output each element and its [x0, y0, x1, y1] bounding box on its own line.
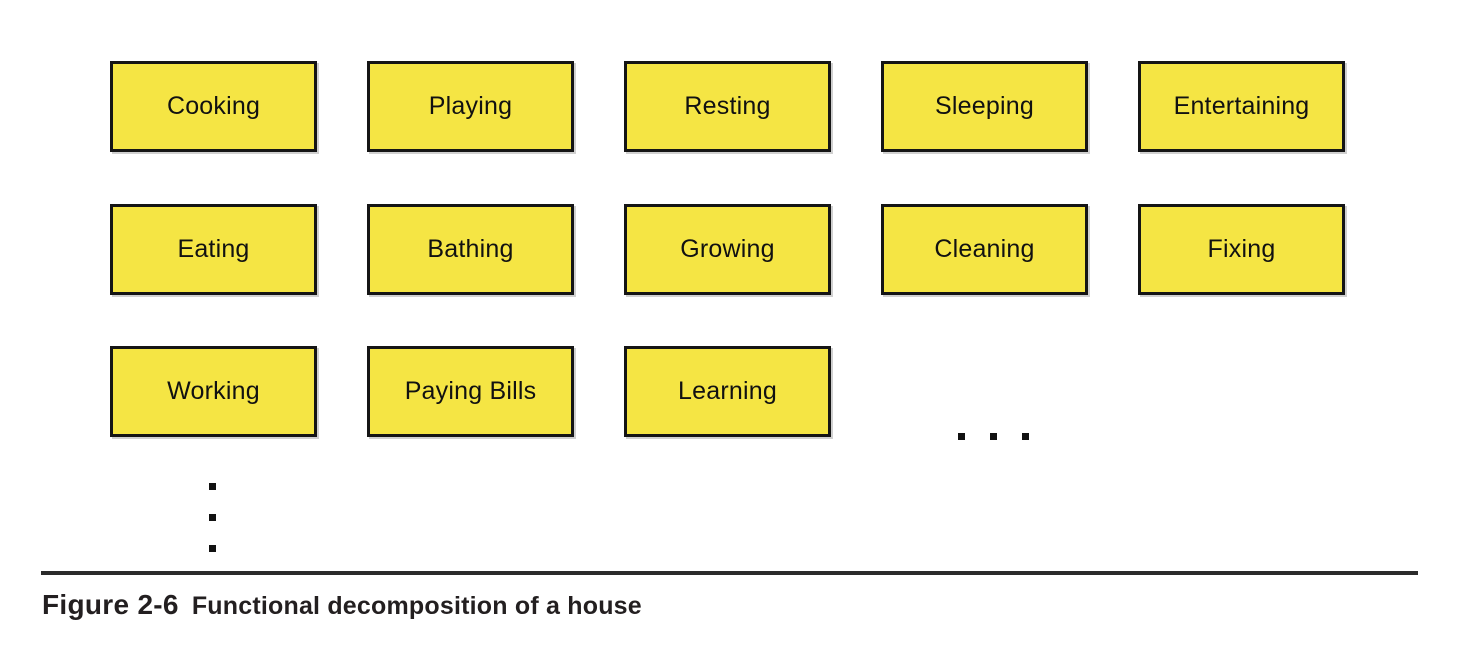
figure-caption-text: Functional decomposition of a house	[191, 592, 642, 620]
figure-number-label: Figure 2-6	[42, 589, 179, 620]
caption-divider-rule	[41, 571, 1418, 575]
function-box-paying-bills: Paying Bills	[367, 346, 574, 437]
ellipsis-dot	[209, 483, 216, 490]
function-box-label: Working	[167, 377, 260, 405]
function-box-label: Growing	[680, 235, 775, 263]
function-box-label: Eating	[177, 235, 250, 263]
function-box-learning: Learning	[624, 346, 831, 437]
function-box-label: Cleaning	[934, 235, 1035, 263]
function-box-cooking: Cooking	[110, 61, 317, 152]
function-box-label: Sleeping	[935, 92, 1034, 120]
function-box-resting: Resting	[624, 61, 831, 152]
ellipsis-dot	[958, 433, 965, 440]
figure-caption: Figure 2-6 Functional decomposition of a…	[42, 589, 642, 621]
function-box-label: Bathing	[427, 235, 514, 263]
function-row-3: Working Paying Bills Learning	[110, 346, 831, 437]
function-box-eating: Eating	[110, 204, 317, 295]
function-row-1: Cooking Playing Resting Sleeping Enterta…	[110, 61, 1345, 152]
function-box-label: Entertaining	[1173, 92, 1310, 120]
function-box-fixing: Fixing	[1138, 204, 1345, 295]
function-box-growing: Growing	[624, 204, 831, 295]
function-box-label: Resting	[684, 92, 771, 120]
vertical-ellipsis-icon	[209, 483, 216, 552]
ellipsis-dot	[209, 545, 216, 552]
function-row-2: Eating Bathing Growing Cleaning Fixing	[110, 204, 1345, 295]
ellipsis-dot	[1022, 433, 1029, 440]
function-box-label: Fixing	[1207, 235, 1276, 263]
function-box-label: Cooking	[166, 92, 261, 120]
ellipsis-dot	[209, 514, 216, 521]
ellipsis-dot	[990, 433, 997, 440]
horizontal-ellipsis-icon	[958, 433, 1029, 440]
function-box-working: Working	[110, 346, 317, 437]
function-box-label: Paying Bills	[404, 377, 537, 405]
function-box-label: Playing	[428, 92, 513, 120]
function-box-sleeping: Sleeping	[881, 61, 1088, 152]
function-box-cleaning: Cleaning	[881, 204, 1088, 295]
function-box-playing: Playing	[367, 61, 574, 152]
function-box-label: Learning	[678, 377, 777, 405]
function-box-bathing: Bathing	[367, 204, 574, 295]
function-box-entertaining: Entertaining	[1138, 61, 1345, 152]
